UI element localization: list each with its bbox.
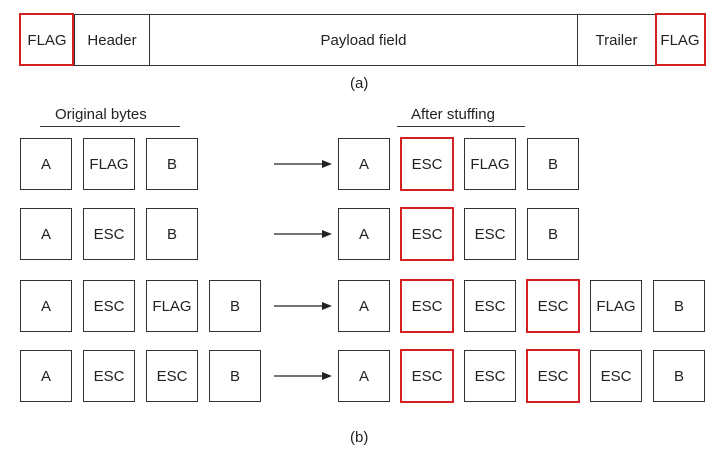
stuffed-byte: ESC: [401, 350, 453, 402]
arrow-icon: [274, 302, 332, 310]
original-byte: ESC: [83, 350, 135, 402]
byte-label: ESC: [156, 367, 188, 385]
byte-label: B: [673, 297, 684, 315]
stuffed-byte: FLAG: [590, 280, 642, 332]
byte-label: A: [358, 297, 369, 315]
heading-original-bytes: Original bytes: [55, 106, 147, 123]
caption-b: (b): [350, 429, 369, 446]
original-byte: FLAG: [83, 138, 135, 190]
byte-label: ESC: [93, 297, 125, 315]
byte-label: FLAG: [470, 155, 510, 173]
byte-label: B: [229, 367, 240, 385]
frame-field-header: Header: [74, 14, 149, 66]
frame-field-label: FLAG: [660, 31, 700, 49]
byte-label: A: [358, 367, 369, 385]
byte-label: FLAG: [596, 297, 636, 315]
stuffed-byte: ESC: [590, 350, 642, 402]
byte-label: A: [358, 225, 369, 243]
byte-label: B: [547, 225, 558, 243]
byte-label: ESC: [474, 367, 506, 385]
original-byte: B: [209, 280, 261, 332]
stuffed-byte: A: [338, 208, 390, 260]
byte-label: ESC: [411, 225, 443, 243]
stuffed-byte: B: [653, 350, 705, 402]
stuffed-byte: B: [527, 208, 579, 260]
byte-label: FLAG: [89, 155, 129, 173]
original-byte: FLAG: [146, 280, 198, 332]
stuffed-byte: A: [338, 138, 390, 190]
byte-label: A: [40, 155, 51, 173]
byte-label: ESC: [600, 367, 632, 385]
stuffed-byte: ESC: [464, 280, 516, 332]
byte-label: B: [229, 297, 240, 315]
original-byte: B: [146, 208, 198, 260]
byte-label: B: [166, 155, 177, 173]
heading-underline: [397, 126, 525, 127]
byte-label: ESC: [411, 297, 443, 315]
original-byte: ESC: [83, 208, 135, 260]
arrow-icon: [274, 160, 332, 168]
byte-label: B: [547, 155, 558, 173]
frame-field-label: Payload field: [320, 31, 407, 49]
stuffed-byte: ESC: [527, 280, 579, 332]
caption-a: (a): [350, 75, 369, 92]
arrow-icon: [274, 372, 332, 380]
stuffed-byte: ESC: [401, 138, 453, 190]
original-byte: A: [20, 208, 72, 260]
byte-label: A: [40, 367, 51, 385]
stuffed-byte: ESC: [464, 350, 516, 402]
byte-label: ESC: [537, 297, 569, 315]
stuffed-byte: ESC: [464, 208, 516, 260]
stuffed-byte: A: [338, 350, 390, 402]
byte-label: ESC: [411, 155, 443, 173]
frame-field-payload: Payload field: [149, 14, 577, 66]
byte-label: ESC: [537, 367, 569, 385]
byte-label: ESC: [93, 225, 125, 243]
original-byte: ESC: [146, 350, 198, 402]
frame-field-trailer: Trailer: [577, 14, 655, 66]
byte-label: ESC: [93, 367, 125, 385]
frame-field-label: Header: [87, 31, 137, 49]
byte-label: ESC: [474, 297, 506, 315]
stuffed-byte: ESC: [527, 350, 579, 402]
stuffed-byte: ESC: [401, 208, 453, 260]
stuffed-byte: B: [527, 138, 579, 190]
heading-underline: [40, 126, 180, 127]
byte-label: ESC: [411, 367, 443, 385]
frame-field-label: FLAG: [27, 31, 67, 49]
frame-field-flag-end: FLAG: [655, 14, 705, 66]
original-byte: A: [20, 350, 72, 402]
original-byte: B: [209, 350, 261, 402]
original-byte: ESC: [83, 280, 135, 332]
byte-label: B: [673, 367, 684, 385]
original-byte: A: [20, 280, 72, 332]
stuffed-byte: ESC: [401, 280, 453, 332]
byte-label: A: [40, 297, 51, 315]
byte-label: FLAG: [152, 297, 192, 315]
byte-label: A: [40, 225, 51, 243]
arrow-icon: [274, 230, 332, 238]
stuffed-byte: B: [653, 280, 705, 332]
byte-label: B: [166, 225, 177, 243]
original-byte: A: [20, 138, 72, 190]
frame-field-label: Trailer: [595, 31, 638, 49]
byte-label: A: [358, 155, 369, 173]
heading-after-stuffing: After stuffing: [411, 106, 495, 123]
original-byte: B: [146, 138, 198, 190]
frame-field-flag-start: FLAG: [19, 14, 74, 66]
stuffed-byte: FLAG: [464, 138, 516, 190]
byte-label: ESC: [474, 225, 506, 243]
stuffed-byte: A: [338, 280, 390, 332]
